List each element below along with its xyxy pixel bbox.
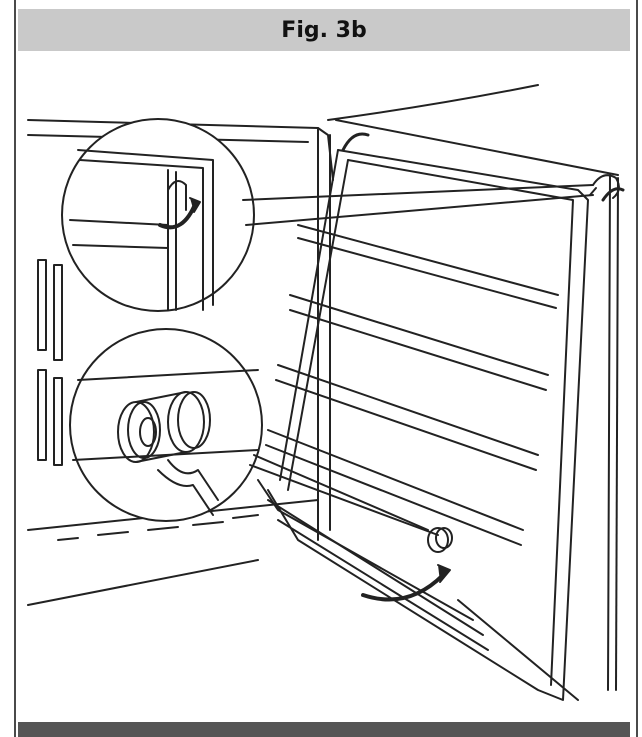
rotation-arrow-icon (361, 564, 451, 602)
page-frame (14, 0, 638, 737)
upper-hook-callout (61, 118, 594, 312)
lower-pin-callout (69, 328, 439, 536)
figure-title: Fig. 3b (281, 17, 367, 43)
hook-arrow-icon (601, 187, 625, 202)
top-left-hook-arrow-icon (341, 132, 370, 152)
footer-bar (18, 722, 630, 737)
oven-rack-illustration (18, 60, 630, 715)
side-rack (257, 149, 620, 701)
figure-header: Fig. 3b (18, 9, 630, 51)
